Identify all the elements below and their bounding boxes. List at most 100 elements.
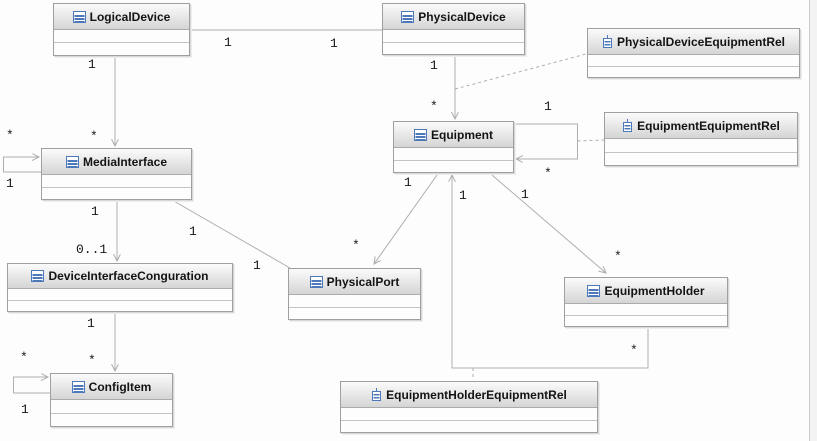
edge-equipment-equipmentholder[interactable] bbox=[491, 174, 606, 273]
edge-mediainterface-self[interactable] bbox=[3, 157, 42, 173]
association-class-icon bbox=[602, 35, 613, 48]
operations-compartment[interactable] bbox=[289, 306, 420, 319]
class-equipment[interactable]: Equipment bbox=[393, 121, 514, 173]
operations-compartment[interactable] bbox=[54, 42, 189, 55]
multiplicity-label: 1 bbox=[224, 35, 232, 50]
class-icon bbox=[414, 128, 427, 141]
class-physicalport[interactable]: PhysicalPort bbox=[288, 268, 421, 320]
class-equipmentequipmentrel[interactable]: EquipmentEquipmentRel bbox=[604, 112, 798, 166]
multiplicity-label: 1 bbox=[91, 204, 99, 219]
operations-compartment[interactable] bbox=[51, 412, 172, 426]
class-name-label: Equipment bbox=[431, 127, 493, 142]
attributes-compartment[interactable] bbox=[289, 295, 420, 307]
class-title-bar: LogicalDevice bbox=[54, 4, 189, 30]
attributes-compartment[interactable] bbox=[341, 408, 597, 420]
multiplicity-label: * bbox=[6, 128, 14, 143]
multiplicity-label: 1 bbox=[189, 224, 197, 239]
edge-equipmentholder-equipment[interactable] bbox=[452, 175, 649, 369]
class-equipmentholder[interactable]: EquipmentHolder bbox=[564, 277, 728, 327]
edge-equipmentequipmentrel-link[interactable] bbox=[577, 139, 605, 142]
class-title-bar: EquipmentHolderEquipmentRel bbox=[341, 382, 597, 408]
operations-compartment[interactable] bbox=[42, 186, 191, 199]
attributes-compartment[interactable] bbox=[383, 30, 524, 42]
attributes-compartment[interactable] bbox=[588, 55, 799, 66]
multiplicity-label: 1 bbox=[87, 316, 95, 331]
multiplicity-label: 1 bbox=[459, 188, 467, 203]
operations-compartment[interactable] bbox=[605, 151, 797, 165]
operations-compartment[interactable] bbox=[383, 41, 524, 54]
edge-physicaldeviceequipmentrel-link[interactable] bbox=[454, 53, 587, 90]
multiplicity-label: * bbox=[430, 99, 438, 114]
class-title-bar: PhysicalDeviceEquipmentRel bbox=[588, 29, 799, 55]
attributes-compartment[interactable] bbox=[605, 139, 797, 152]
class-name-label: EquipmentHolderEquipmentRel bbox=[386, 387, 567, 402]
operations-compartment[interactable] bbox=[8, 299, 232, 311]
multiplicity-label: * bbox=[90, 129, 98, 144]
class-icon bbox=[309, 275, 323, 288]
class-title-bar: MediaInterface bbox=[42, 149, 191, 175]
multiplicity-label: * bbox=[630, 343, 638, 358]
attributes-compartment[interactable] bbox=[54, 30, 189, 42]
canvas-edge-strip bbox=[809, 0, 817, 441]
operations-compartment[interactable] bbox=[341, 419, 597, 432]
multiplicity-label: 1 bbox=[21, 402, 29, 417]
class-physicaldevice[interactable]: PhysicalDevice bbox=[382, 3, 525, 55]
class-name-label: LogicalDevice bbox=[89, 9, 171, 24]
class-name-label: MediaInterface bbox=[82, 154, 168, 169]
multiplicity-label: 1 bbox=[88, 57, 96, 72]
class-name-label: EquipmentEquipmentRel bbox=[637, 118, 780, 133]
operations-compartment[interactable] bbox=[565, 314, 727, 326]
attributes-compartment[interactable] bbox=[51, 400, 172, 413]
attributes-compartment[interactable] bbox=[394, 148, 513, 160]
operations-compartment[interactable] bbox=[588, 65, 799, 77]
class-configitem[interactable]: ConfigItem bbox=[50, 373, 173, 427]
multiplicity-label: 1 bbox=[521, 187, 529, 202]
edge-mediainterface-physicalport[interactable] bbox=[171, 199, 291, 269]
association-class-icon bbox=[371, 388, 382, 401]
class-title-bar: DeviceInterfaceConguration bbox=[8, 264, 232, 289]
multiplicity-label: 1 bbox=[330, 36, 338, 51]
class-icon bbox=[587, 284, 601, 297]
edge-equipment-self[interactable] bbox=[514, 123, 578, 159]
class-logicaldevice[interactable]: LogicalDevice bbox=[53, 3, 190, 56]
multiplicity-label: * bbox=[614, 249, 622, 264]
association-class-icon bbox=[622, 119, 633, 132]
edge-configitem-self[interactable] bbox=[13, 377, 51, 394]
operations-compartment[interactable] bbox=[394, 159, 513, 172]
class-title-bar: PhysicalDevice bbox=[383, 4, 524, 30]
multiplicity-label: 0..1 bbox=[76, 242, 108, 257]
class-title-bar: PhysicalPort bbox=[289, 269, 420, 295]
class-deviceinterfaceconguration[interactable]: DeviceInterfaceConguration bbox=[7, 263, 233, 312]
class-name-label: DeviceInterfaceConguration bbox=[48, 269, 209, 283]
multiplicity-label: 1 bbox=[430, 58, 438, 73]
multiplicity-label: 1 bbox=[544, 99, 552, 114]
class-icon bbox=[401, 10, 415, 23]
attributes-compartment[interactable] bbox=[565, 304, 727, 315]
class-equipmentholderequipmentrel[interactable]: EquipmentHolderEquipmentRel bbox=[340, 381, 598, 433]
class-name-label: ConfigItem bbox=[88, 379, 152, 394]
attributes-compartment[interactable] bbox=[8, 289, 232, 300]
class-title-bar: EquipmentHolder bbox=[565, 278, 727, 304]
multiplicity-label: * bbox=[88, 353, 96, 368]
class-title-bar: ConfigItem bbox=[51, 374, 172, 400]
multiplicity-label: 1 bbox=[6, 176, 14, 191]
class-icon bbox=[72, 10, 86, 23]
attributes-compartment[interactable] bbox=[42, 175, 191, 187]
class-title-bar: Equipment bbox=[394, 122, 513, 148]
class-mediainterface[interactable]: MediaInterface bbox=[41, 148, 192, 200]
edge-equipment-physicalport[interactable] bbox=[374, 174, 438, 264]
multiplicity-label: 1 bbox=[404, 175, 412, 190]
class-title-bar: EquipmentEquipmentRel bbox=[605, 113, 797, 139]
class-name-label: PhysicalPort bbox=[326, 274, 400, 289]
multiplicity-label: * bbox=[352, 238, 360, 253]
multiplicity-label: * bbox=[544, 166, 552, 181]
class-name-label: PhysicalDevice bbox=[418, 9, 506, 24]
multiplicity-label: 1 bbox=[253, 258, 261, 273]
class-name-label: EquipmentHolder bbox=[604, 283, 705, 298]
class-icon bbox=[31, 270, 45, 282]
class-icon bbox=[71, 380, 85, 393]
class-physicaldeviceequipmentrel[interactable]: PhysicalDeviceEquipmentRel bbox=[587, 28, 800, 78]
class-icon bbox=[65, 155, 79, 168]
